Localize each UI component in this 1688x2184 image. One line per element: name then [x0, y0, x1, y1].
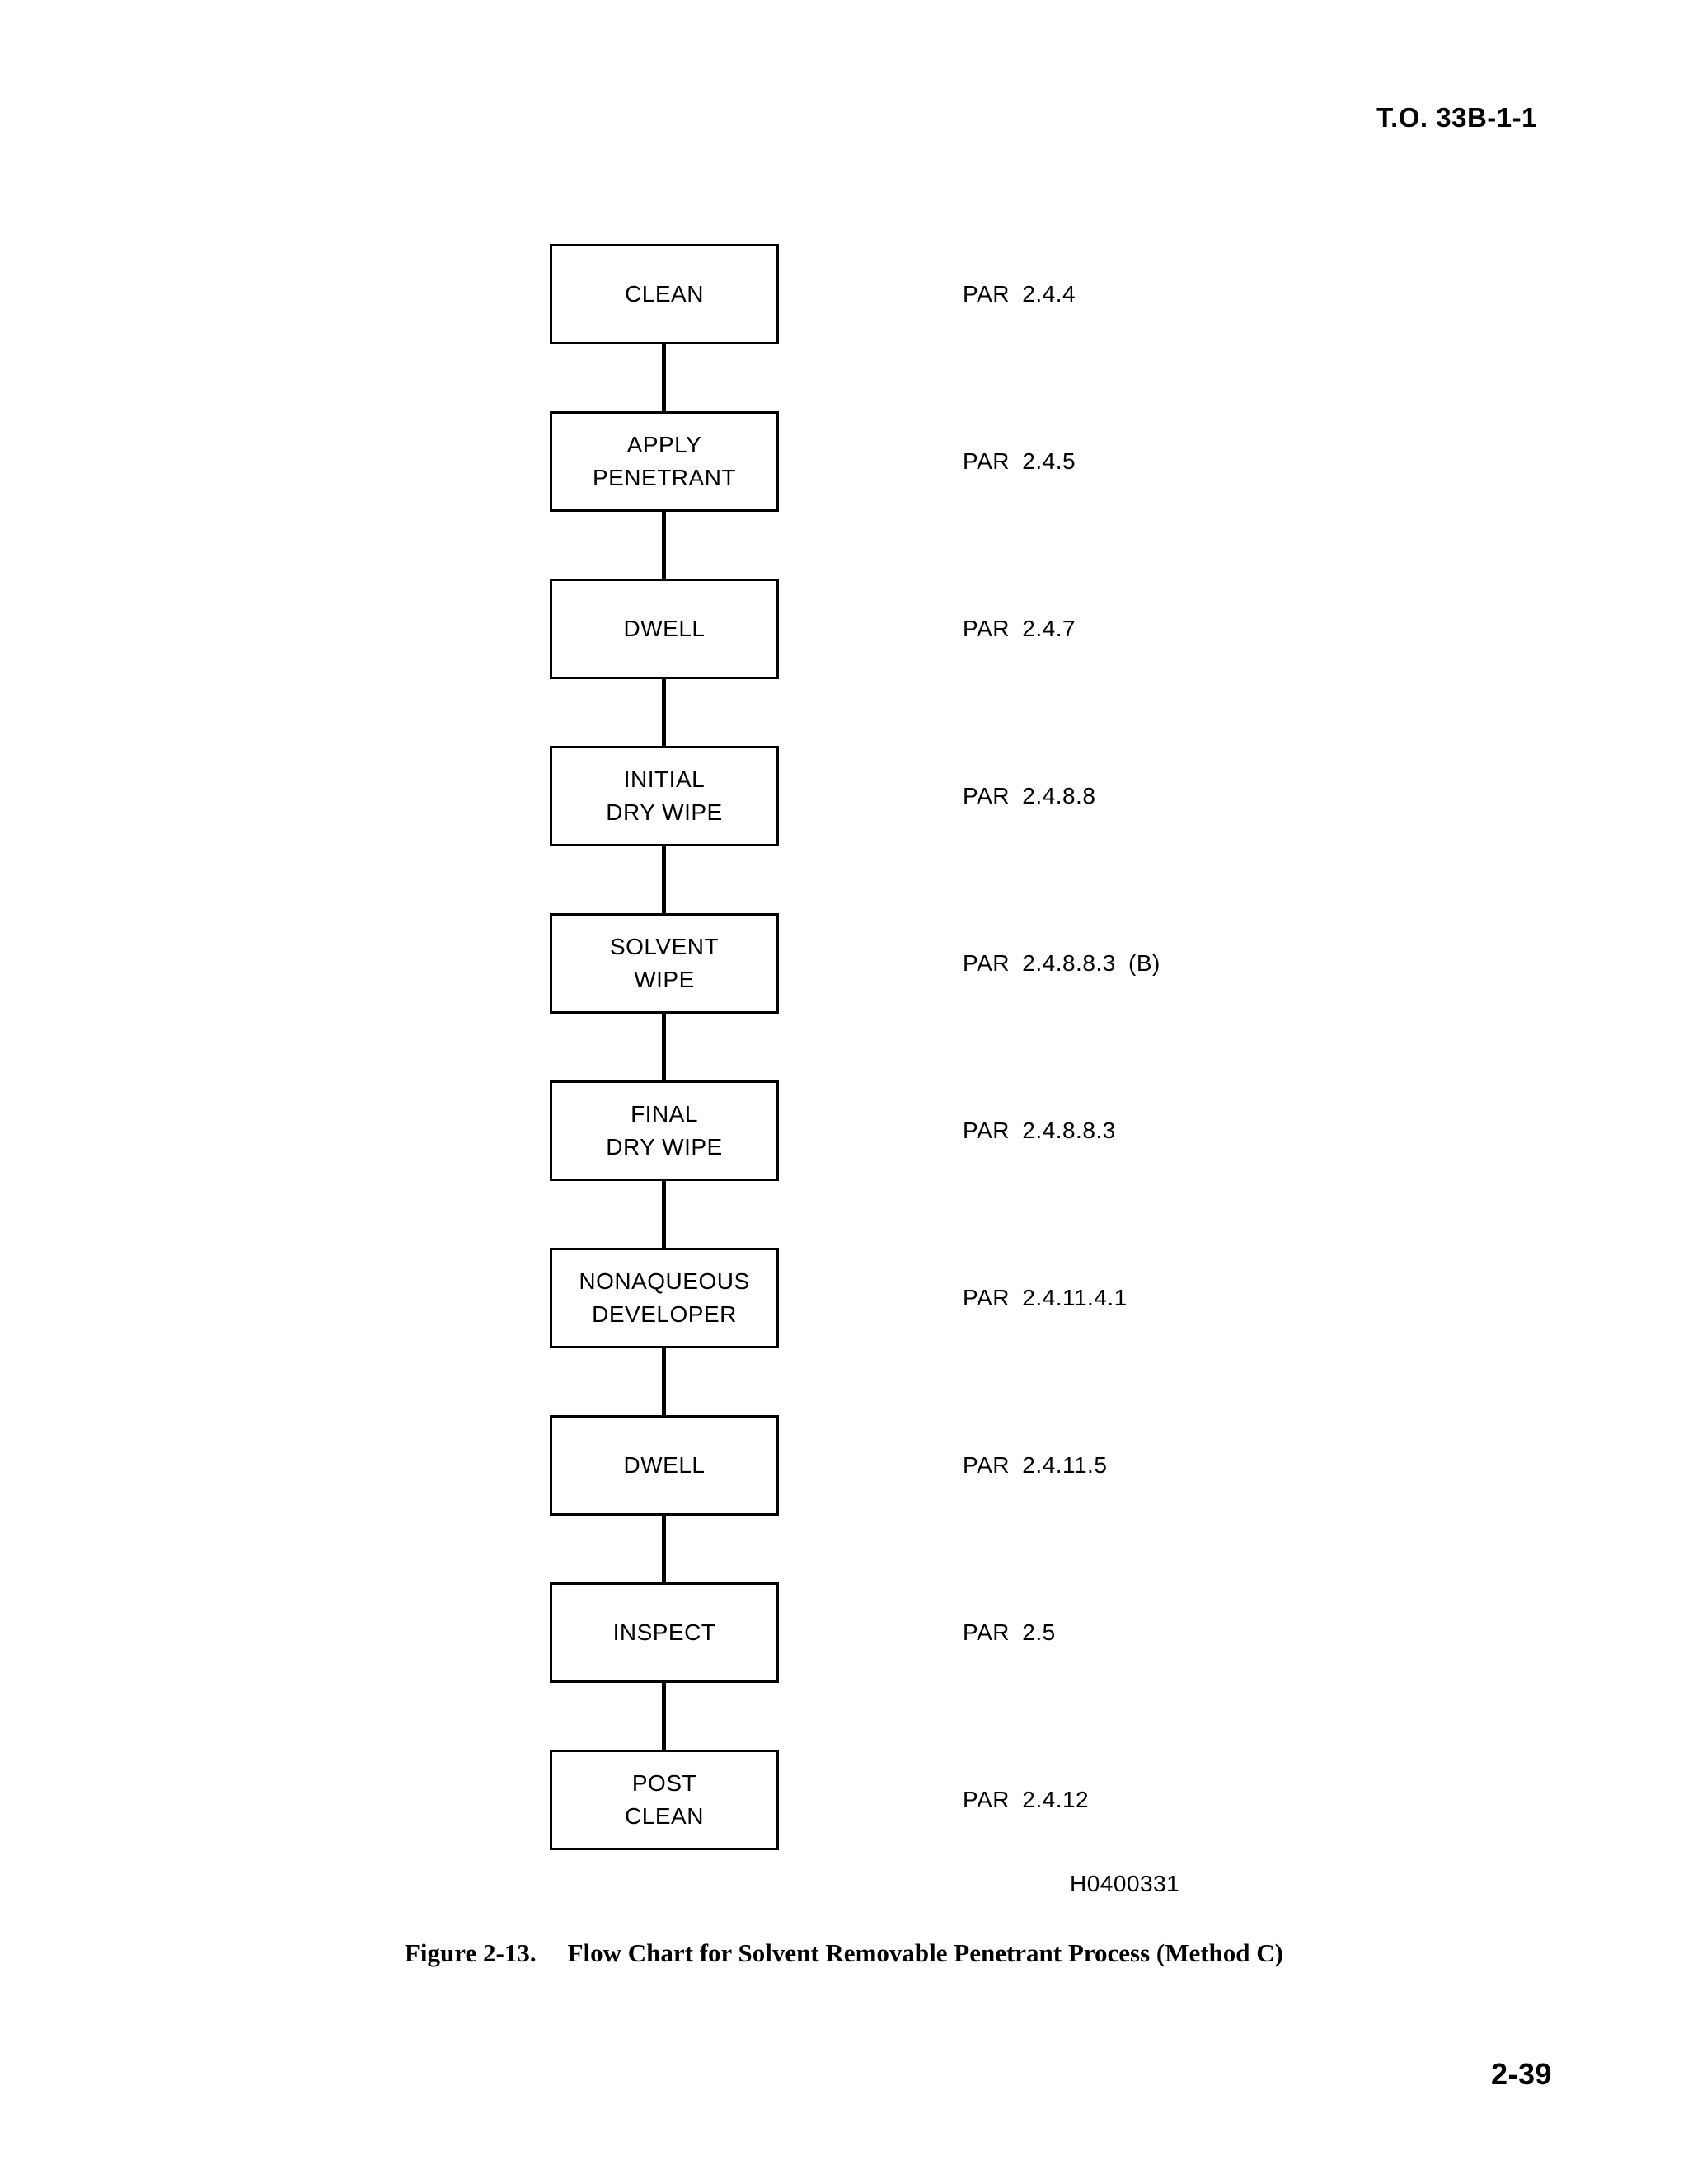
par-reference: PAR 2.4.11.4.1	[963, 1285, 1128, 1310]
flow-box-label: DEVELOPER	[592, 1301, 737, 1327]
flow-box-label: PENETRANT	[592, 465, 737, 490]
flow-box-label: DWELL	[623, 616, 706, 641]
connector-line	[662, 679, 666, 746]
flow-step: DWELL PAR 2.4.11.5	[550, 1415, 1456, 1516]
figure-reference-id: H0400331	[1070, 1871, 1180, 1896]
flow-box-label: FINAL	[631, 1101, 698, 1127]
flow-step: APPLY PENETRANT PAR 2.4.5	[550, 411, 1456, 512]
flow-step: POST CLEAN PAR 2.4.12	[550, 1750, 1456, 1850]
page-number: 2-39	[1490, 2057, 1552, 2091]
flow-step: NONAQUEOUS DEVELOPER PAR 2.4.11.4.1	[550, 1248, 1456, 1348]
flow-box-label: SOLVENT	[609, 934, 720, 959]
flow-step: INITIAL DRY WIPE PAR 2.4.8.8	[550, 746, 1456, 846]
connector-line	[662, 1516, 666, 1582]
flow-box-label: INITIAL	[623, 766, 706, 792]
connector-line	[662, 1683, 666, 1750]
connector-line	[662, 512, 666, 579]
flow-box-label: APPLY	[626, 432, 702, 457]
technical-order-number: T.O. 33B-1-1	[1376, 102, 1537, 133]
par-reference: PAR 2.4.7	[963, 616, 1076, 641]
flow-box-label: WIPE	[634, 967, 695, 992]
flow-box: SOLVENT WIPE	[550, 913, 779, 1014]
flow-step: INSPECT PAR 2.5	[550, 1582, 1456, 1683]
figure-caption-label: Figure 2-13.	[405, 1938, 537, 1967]
connector-line	[662, 1014, 666, 1080]
par-reference: PAR 2.4.5	[963, 448, 1076, 474]
par-reference: PAR 2.4.8.8.3 (B)	[963, 950, 1160, 976]
par-reference: PAR 2.4.8.8.3	[963, 1118, 1116, 1143]
flow-box-label: POST	[631, 1770, 697, 1796]
flow-step: FINAL DRY WIPE PAR 2.4.8.8.3	[550, 1080, 1456, 1181]
flow-step: DWELL PAR 2.4.7	[550, 579, 1456, 679]
par-reference: PAR 2.4.12	[963, 1787, 1090, 1812]
flow-box: DWELL	[550, 579, 779, 679]
flow-box-label: DWELL	[623, 1452, 706, 1478]
flow-step: SOLVENT WIPE PAR 2.4.8.8.3 (B)	[550, 913, 1456, 1014]
flow-box-label: DRY WIPE	[606, 799, 723, 825]
flow-box: POST CLEAN	[550, 1750, 779, 1850]
flow-box: DWELL	[550, 1415, 779, 1516]
figure-caption: Figure 2-13. Flow Chart for Solvent Remov…	[0, 1938, 1688, 1968]
flow-box: APPLY PENETRANT	[550, 411, 779, 512]
par-reference: PAR 2.4.8.8	[963, 783, 1096, 808]
connector-line	[662, 846, 666, 913]
flow-box-label: CLEAN	[625, 281, 704, 307]
flow-box: FINAL DRY WIPE	[550, 1080, 779, 1181]
par-reference: PAR 2.5	[963, 1619, 1056, 1645]
flow-box-label: NONAQUEOUS	[579, 1268, 750, 1294]
flow-box: INITIAL DRY WIPE	[550, 746, 779, 846]
flow-box: CLEAN	[550, 244, 779, 344]
connector-line	[662, 1181, 666, 1248]
figure-caption-text: Flow Chart for Solvent Removable Penetra…	[567, 1938, 1283, 1967]
par-reference: PAR 2.4.11.5	[963, 1452, 1108, 1478]
flow-box-label: DRY WIPE	[606, 1134, 723, 1160]
flow-box: INSPECT	[550, 1582, 779, 1683]
connector-line	[662, 344, 666, 411]
par-reference: PAR 2.4.4	[963, 281, 1076, 307]
flow-box-label: CLEAN	[625, 1803, 704, 1829]
flow-box: NONAQUEOUS DEVELOPER	[550, 1248, 779, 1348]
connector-line	[662, 1348, 666, 1415]
flow-step: CLEAN PAR 2.4.4	[550, 244, 1456, 344]
flow-box-label: INSPECT	[612, 1619, 716, 1645]
